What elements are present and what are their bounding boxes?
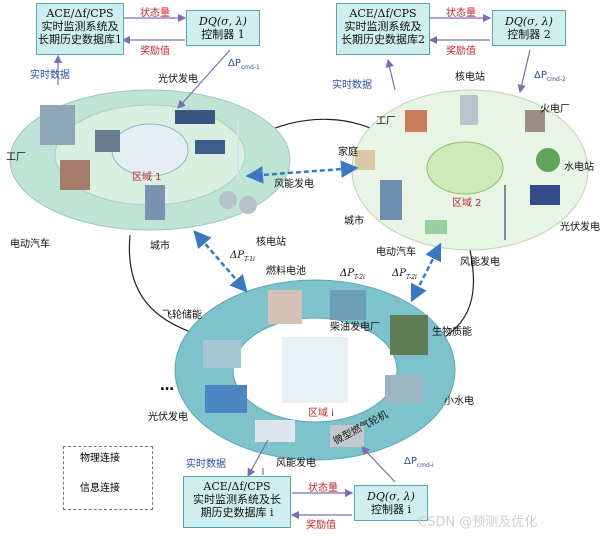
r1-factory-label: 工厂 (6, 152, 26, 163)
ri-flywheel-label: 飞轮储能 (162, 310, 202, 321)
tie-2i-a-delta: ΔP (340, 268, 354, 279)
r1-nuclear-label: 核电站 (256, 237, 286, 248)
monitor-1-line1: ACE/Δf/CPS (46, 7, 114, 20)
r2-thermal-label: 火电厂 (540, 104, 570, 115)
tie-2i-label-b: ΔPT-2i (392, 268, 417, 281)
legend-box: 物理连接 信息连接 (63, 446, 153, 510)
controller-1-line1: DQ(σ, λ) (199, 15, 247, 28)
region-2-area (351, 89, 589, 251)
monitor-1-line3: 长期历史数据库1 (38, 33, 122, 46)
region-2-name: 区域 2 (452, 198, 482, 209)
r2-home-label: 家庭 (338, 147, 358, 158)
tie-1i-sub: T-1i (243, 256, 255, 263)
tie-1i-delta: ΔP (230, 250, 244, 261)
cmd-i-sub: cmd-i (416, 462, 434, 469)
r2-ev-label: 电动汽车 (376, 247, 416, 258)
ri-small-hydro-label: 小水电 (444, 396, 474, 407)
cmd-label-i: ΔPcmd-i (404, 456, 434, 469)
tie-2i-a-sub: T-2i (353, 274, 365, 281)
cmd-i-delta: ΔP (404, 456, 417, 467)
ri-wind-label: 风能发电 (276, 458, 316, 469)
monitor-box-2: ACE/Δf/CPS 实时监测系统及 长期历史数据库2 (336, 3, 430, 55)
monitor-2-line3: 长期历史数据库2 (341, 33, 425, 46)
watermark: CSDN @预测及优化 (418, 515, 538, 530)
controller-2-line1: DQ(σ, λ) (505, 15, 553, 28)
legend-info-label: 信息连接 (80, 483, 120, 494)
monitor-i-line2: 实时监测系统及长 (193, 493, 281, 506)
r2-city-label: 城市 (344, 216, 364, 227)
realtime-label-2: 实时数据 (332, 80, 372, 91)
monitor-2-line2: 实时监测系统及 (344, 20, 422, 33)
ri-diesel-label: 柴油发电厂 (330, 322, 380, 333)
ri-biomass-label: 生物质能 (432, 327, 472, 338)
physical-link-1-i (128, 234, 201, 336)
r2-factory-label: 工厂 (376, 116, 396, 127)
region-i-ring (174, 279, 456, 461)
controller-2-line2: 控制器 2 (507, 28, 551, 41)
region-1-area (9, 89, 291, 231)
cmd-2-delta: ΔP (534, 70, 547, 81)
controller-box-2: DQ(σ, λ) 控制器 2 (492, 10, 566, 46)
ri-fuel-cell-label: 燃料电池 (266, 266, 306, 277)
reward-label-1: 奖励值 (140, 46, 170, 57)
state-label-i: 状态量 (308, 483, 338, 494)
controller-i-line1: DQ(σ, λ) (367, 490, 415, 503)
ri-ellipsis-label: … (160, 378, 174, 394)
r2-hydro-label: 水电站 (564, 162, 594, 173)
r1-wind-label: 风能发电 (274, 179, 314, 190)
monitor-i-line3: 期历史数据库 i (200, 506, 274, 519)
cmd-2-sub: cmd-2 (546, 76, 566, 83)
reward-label-2: 奖励值 (446, 46, 476, 57)
region-1-name: 区域 1 (132, 172, 162, 183)
controller-i-line2: 控制器 i (370, 503, 411, 516)
ri-pv-label: 光伏发电 (148, 412, 188, 423)
tie-2i-b-sub: T-2i (405, 274, 417, 281)
reward-label-i: 奖励值 (306, 520, 336, 531)
controller-1-line2: 控制器 1 (201, 28, 245, 41)
monitor-1-line2: 实时监测系统及 (41, 20, 119, 33)
controller-box-i: DQ(σ, λ) 控制器 i (354, 485, 428, 521)
legend-physical-label: 物理连接 (80, 453, 120, 464)
state-label-2: 状态量 (446, 8, 476, 19)
tie-2i-b-delta: ΔP (392, 268, 406, 279)
r2-pv-label: 光伏发电 (560, 222, 600, 233)
tie-2i-label-a: ΔPT-2i (340, 268, 365, 281)
monitor-2-line1: ACE/Δf/CPS (349, 7, 417, 20)
info-link-1-i (193, 230, 248, 293)
info-link-1-2 (245, 160, 359, 184)
r1-pv-label: 光伏发电 (158, 74, 198, 85)
region-i-name: 区域 i (308, 408, 334, 419)
r1-city-label: 城市 (150, 241, 170, 252)
monitor-box-1: ACE/Δf/CPS 实时监测系统及 长期历史数据库1 (36, 3, 124, 55)
monitor-box-i: ACE/Δf/CPS 实时监测系统及长 期历史数据库 i (183, 476, 291, 528)
info-link-2-i (410, 242, 442, 303)
controller-box-1: DQ(σ, λ) 控制器 1 (186, 10, 260, 46)
realtime-label-1: 实时数据 (30, 70, 70, 81)
state-label-1: 状态量 (140, 8, 170, 19)
tie-1i-label: ΔPT-1i (230, 250, 255, 263)
monitor-i-line1: ACE/Δf/CPS (203, 480, 271, 493)
cmd-1-delta: ΔP (228, 58, 241, 69)
r1-ev-label: 电动汽车 (10, 239, 50, 250)
r2-nuclear-label: 核电站 (455, 72, 485, 83)
cmd-1-sub: cmd-1 (240, 64, 260, 71)
cmd-label-1: ΔPcmd-1 (228, 58, 260, 71)
cmd-label-2: ΔPcmd-2 (534, 70, 566, 83)
r2-wind-label: 风能发电 (460, 257, 500, 268)
realtime-label-i: 实时数据 (186, 459, 226, 470)
